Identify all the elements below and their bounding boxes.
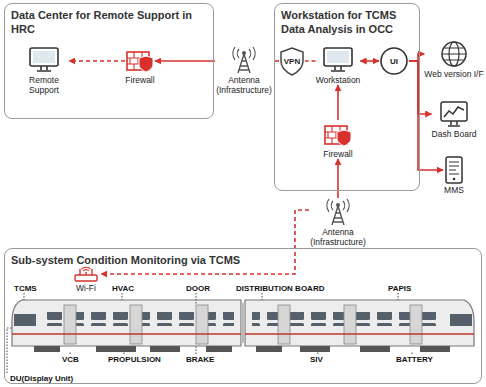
underframe (34, 346, 450, 352)
connector (337, 85, 339, 120)
car-body (12, 300, 241, 346)
workstation-pc: Workstation (316, 46, 361, 85)
part-label: HVAC (112, 284, 134, 293)
firewall-icon: Firewall (125, 46, 155, 85)
ant-icon (323, 198, 353, 226)
connector (337, 159, 339, 198)
comp-icon (321, 46, 355, 74)
dashboard-icon: Dash Board (432, 100, 477, 139)
icon-label: Wi-Fi (76, 283, 96, 293)
part-label: BATTERY (396, 355, 433, 364)
car-gangway (241, 303, 245, 343)
part-label: DOOR (186, 284, 210, 293)
antenna-icon: Antenna (Infrastructure) (309, 198, 367, 247)
mms-icon (443, 156, 465, 184)
dash-icon (439, 100, 469, 128)
icon-label: MMS (444, 185, 464, 195)
part-label: BRAKE (186, 355, 214, 364)
part-label: TCMS (14, 284, 37, 293)
ui-circle: UI (379, 46, 409, 76)
connector (155, 60, 215, 62)
connector (305, 60, 316, 62)
comp-icon (27, 46, 61, 74)
connector (69, 60, 125, 62)
icon-label: Remote Support (19, 75, 69, 95)
remote-support-pc: Remote Support (19, 46, 69, 95)
cab-window (450, 314, 472, 326)
icon-label: Dash Board (432, 129, 477, 139)
workstation-panel: Workstation for TCMS Data Analysis in OC… (274, 3, 420, 191)
livery-stripe (12, 333, 474, 335)
web-interface: Web version I/F (424, 40, 483, 79)
vpn-shield: VPN (279, 46, 305, 76)
connector (409, 54, 424, 61)
part-label: PROPULSION (108, 355, 161, 364)
wifi-router: Wi-Fi (71, 266, 101, 293)
part-label: DISTRIBUTION BOARD (236, 284, 324, 293)
datacenter-panel: Data Center for Remote Support in HRC Rem… (4, 3, 214, 119)
globe-icon (440, 40, 468, 68)
part-label: PAPIS (388, 284, 411, 293)
icon-label: Web version I/F (424, 69, 483, 79)
panel-title: Workstation for TCMS Data Analysis in OC… (275, 4, 419, 36)
part-label: SIV (310, 355, 323, 364)
doors (64, 305, 422, 344)
icon-label: Workstation (316, 75, 361, 85)
connector (360, 60, 379, 62)
ant-icon (229, 46, 259, 74)
car-body (245, 300, 474, 346)
icon-label: Firewall (125, 75, 154, 85)
mms-icon: MMS (443, 156, 465, 195)
fw-icon (323, 120, 353, 148)
part-label: DU(Display Unit) (10, 374, 73, 383)
part-label: VCB (62, 355, 79, 364)
firewall-icon: Firewall (323, 120, 353, 159)
icon-text: VPN (284, 57, 300, 66)
fw-icon (125, 46, 155, 74)
wifi-icon (71, 266, 101, 282)
icon-text: UI (390, 57, 398, 66)
connector (409, 61, 432, 114)
icon-label: Antenna (Infrastructure) (309, 227, 367, 247)
cab-window (14, 314, 36, 326)
panel-title: Data Center for Remote Support in HRC (5, 4, 213, 36)
leader-lines (7, 293, 412, 373)
icon-label: Firewall (323, 149, 352, 159)
panel-title: Sub-system Condition Monitoring via TCMS (5, 249, 481, 267)
icon-label: Antenna (Infrastructure) (215, 75, 273, 95)
antenna-icon: Antenna (Infrastructure) (215, 46, 273, 95)
